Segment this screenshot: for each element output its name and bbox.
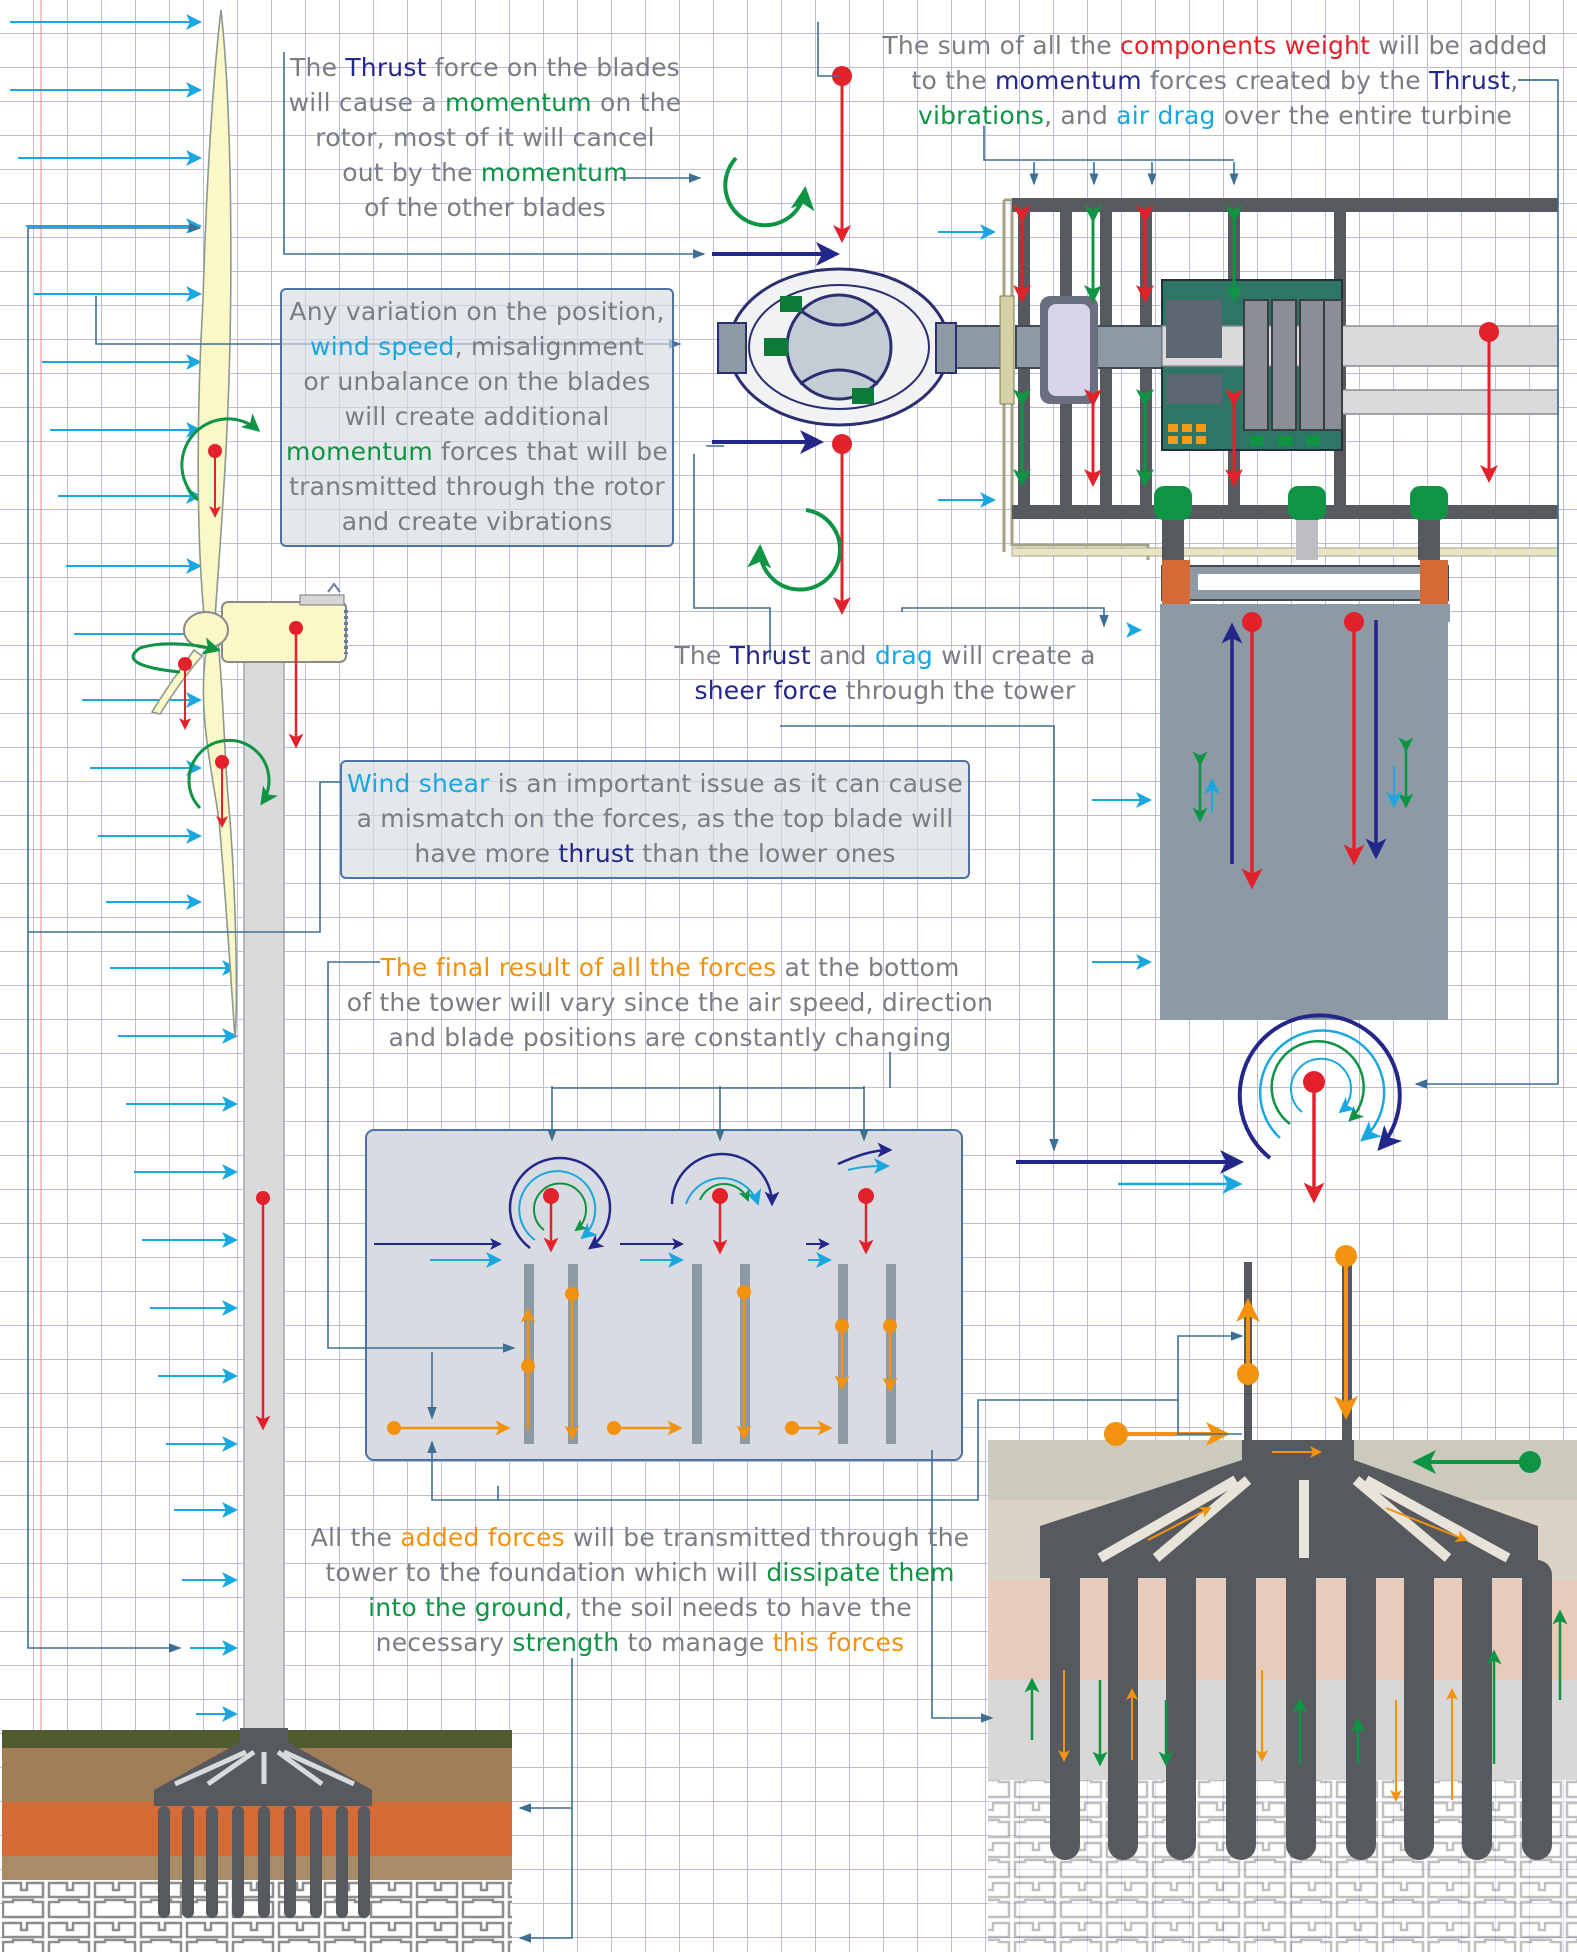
leader-sheer-b bbox=[902, 608, 1104, 626]
note-foundation: All the added forces will be transmitted… bbox=[300, 1520, 980, 1660]
rotor-detail bbox=[712, 66, 1012, 612]
leader-foundation-d bbox=[520, 1658, 572, 1808]
leader-foundation-e bbox=[520, 1808, 572, 1938]
wind-arrows-left bbox=[10, 22, 236, 1714]
wind-turbine-icon bbox=[133, 10, 346, 1730]
blade-upper bbox=[198, 10, 231, 640]
rotation-arrow-icon bbox=[725, 158, 805, 225]
nacelle bbox=[222, 602, 346, 662]
note-sheer-force: The Thrust and drag will create a sheer … bbox=[660, 638, 1110, 708]
resultant-moment bbox=[1016, 1015, 1400, 1200]
note-weight-sum: The sum of all the components weight wil… bbox=[870, 28, 1560, 133]
result-panel bbox=[366, 1130, 962, 1460]
note-variation: Any variation on the position, wind spee… bbox=[280, 288, 674, 547]
blade-side bbox=[152, 650, 202, 714]
note-thrust-rotor: The Thrust force on the blades will caus… bbox=[280, 50, 690, 225]
note-wind-shear: Wind shear is an important issue as it c… bbox=[340, 760, 970, 879]
gearbox-icon bbox=[938, 162, 1558, 560]
note-final-result: The final result of all the forces at th… bbox=[330, 950, 1010, 1055]
rotation-arrow-icon bbox=[760, 510, 840, 590]
leader-foundation-c bbox=[1178, 1400, 1242, 1434]
leader-windshear-b bbox=[28, 932, 180, 1648]
tower-top-detail bbox=[1092, 486, 1450, 1020]
hub bbox=[184, 612, 228, 648]
blade-lower bbox=[203, 640, 236, 1038]
foundation-left bbox=[2, 1728, 512, 1952]
foundation-icon bbox=[988, 1245, 1577, 1952]
